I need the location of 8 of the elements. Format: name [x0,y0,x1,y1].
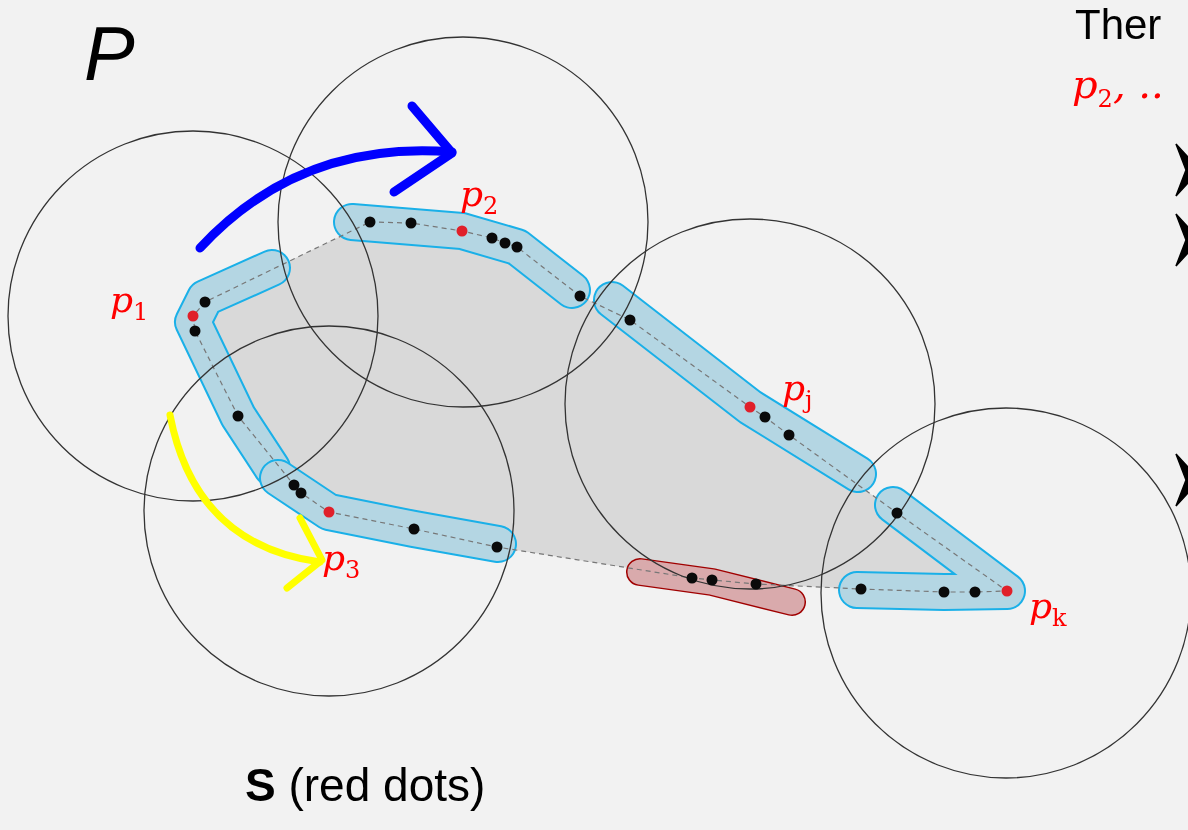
point-label: p$_{3}$ [322,540,361,583]
heading-text: Ther [1075,4,1162,46]
point-label: p$_{1}$ [110,282,149,325]
point-label: p$_{2}$ [460,176,499,219]
set-label: P [84,16,135,92]
point-list-text: p$_{2}$, .. [1072,64,1164,111]
point-label: p$_{j}$ [782,370,813,413]
point-label: p$_{k}$ [1029,588,1067,631]
